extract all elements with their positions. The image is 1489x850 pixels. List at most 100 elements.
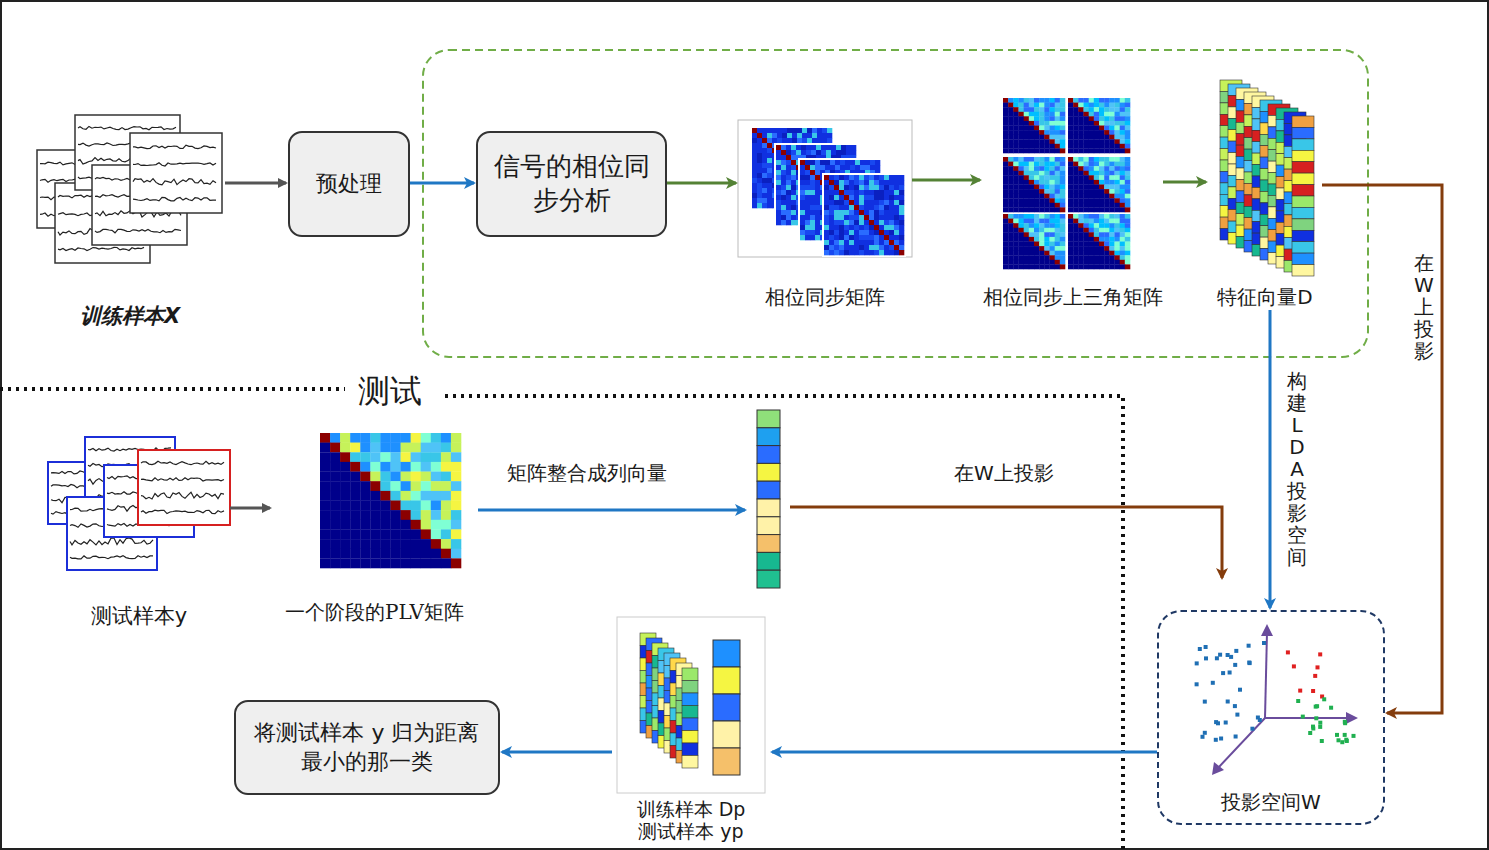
heat-cell [1024, 126, 1029, 131]
heat-cell [849, 220, 854, 225]
heat-cell [1034, 121, 1040, 126]
heat-cell [1013, 260, 1019, 265]
heat-cell [1089, 98, 1095, 103]
heat-cell [772, 133, 777, 138]
heat-cell [1024, 103, 1029, 108]
heat-cell [1024, 223, 1029, 228]
heat-cell [829, 180, 834, 185]
heat-cell [815, 230, 820, 235]
heat-cell [1094, 214, 1100, 219]
heat-cell [1104, 198, 1110, 203]
heat-cell [350, 433, 360, 443]
heat-cell [757, 198, 762, 203]
heat-cell [1089, 135, 1095, 140]
heat-cell [791, 155, 796, 160]
heat-cell [1078, 116, 1084, 121]
heat-cell [786, 150, 791, 155]
heat-cell [1120, 107, 1126, 112]
heat-cell [1060, 255, 1066, 260]
heat-cell [1029, 194, 1035, 199]
heat-cell [1034, 157, 1040, 162]
heat-cell [411, 443, 421, 453]
heat-cell [1044, 116, 1050, 121]
heat-cell [1044, 223, 1050, 228]
heat-cell [1089, 180, 1095, 185]
heat-cell [1104, 166, 1110, 171]
heat-cell [1104, 219, 1110, 224]
heat-cell [757, 163, 762, 168]
heat-cell [1068, 135, 1074, 140]
heat-cell [1099, 237, 1105, 242]
heat-cell [800, 180, 805, 185]
heat-cell [1104, 162, 1110, 167]
heat-cell [1008, 198, 1014, 203]
heat-cell [757, 183, 762, 188]
heat-cell [1019, 232, 1025, 237]
heat-cell [1029, 171, 1035, 176]
heat-cell [752, 163, 757, 168]
heat-cell [1013, 180, 1019, 185]
heat-cell [864, 240, 869, 245]
heat-cell [786, 210, 791, 215]
heat-cell [805, 185, 810, 190]
heat-cell [1008, 180, 1014, 185]
heat-cell [874, 245, 879, 250]
heat-cell [1125, 214, 1131, 219]
heat-cell [849, 235, 854, 240]
vectorize-arrow [478, 509, 745, 512]
heat-cell [776, 145, 781, 150]
heat-cell [1019, 107, 1025, 112]
heat-cell [391, 433, 401, 443]
heat-cell [1109, 260, 1115, 265]
heat-cell [1115, 171, 1121, 176]
heat-cell [767, 183, 772, 188]
heat-cell [1029, 242, 1035, 247]
heat-cell [752, 128, 757, 133]
heat-cell [1084, 246, 1090, 251]
heat-cell [1078, 198, 1084, 203]
heat-cell [1068, 107, 1074, 112]
heat-cell [1084, 157, 1090, 162]
heat-cell [889, 240, 894, 245]
heat-cell [1003, 207, 1009, 212]
heat-cell [874, 175, 879, 180]
heat-cell [1008, 246, 1014, 251]
heat-cell [1094, 219, 1100, 224]
heat-cell [1060, 223, 1066, 228]
heat-cell [1019, 185, 1025, 190]
heat-cell [1060, 126, 1066, 131]
heat-cell [791, 150, 796, 155]
heat-cell [1078, 148, 1084, 153]
heat-cell [1089, 116, 1095, 121]
heat-cell [1044, 232, 1050, 237]
heat-cell [1089, 171, 1095, 176]
heat-cell [1089, 194, 1095, 199]
heat-cell [781, 150, 786, 155]
heat-cell [1029, 232, 1035, 237]
heat-cell [844, 180, 849, 185]
heat-cell [752, 188, 757, 193]
heat-cell [421, 443, 431, 453]
heat-cell [1013, 171, 1019, 176]
heat-cell [1089, 246, 1095, 251]
heat-cell [874, 240, 879, 245]
heat-cell [1008, 237, 1014, 242]
heat-cell [1019, 135, 1025, 140]
heat-cell [1019, 103, 1025, 108]
eeg-trace [70, 556, 153, 559]
heat-cell [800, 170, 805, 175]
eeg-trace [133, 197, 216, 200]
heat-cell [899, 190, 904, 195]
heat-cell [1099, 157, 1105, 162]
heat-cell [1104, 264, 1110, 269]
heat-cell [1039, 198, 1045, 203]
heat-cell [850, 160, 855, 165]
heat-cell [1084, 148, 1090, 153]
projection-arrow [790, 507, 1222, 578]
heat-cell [1050, 112, 1056, 117]
heat-cell [1050, 121, 1056, 126]
heat-cell [1003, 116, 1009, 121]
heat-cell [879, 225, 884, 230]
heat-cell [791, 200, 796, 205]
